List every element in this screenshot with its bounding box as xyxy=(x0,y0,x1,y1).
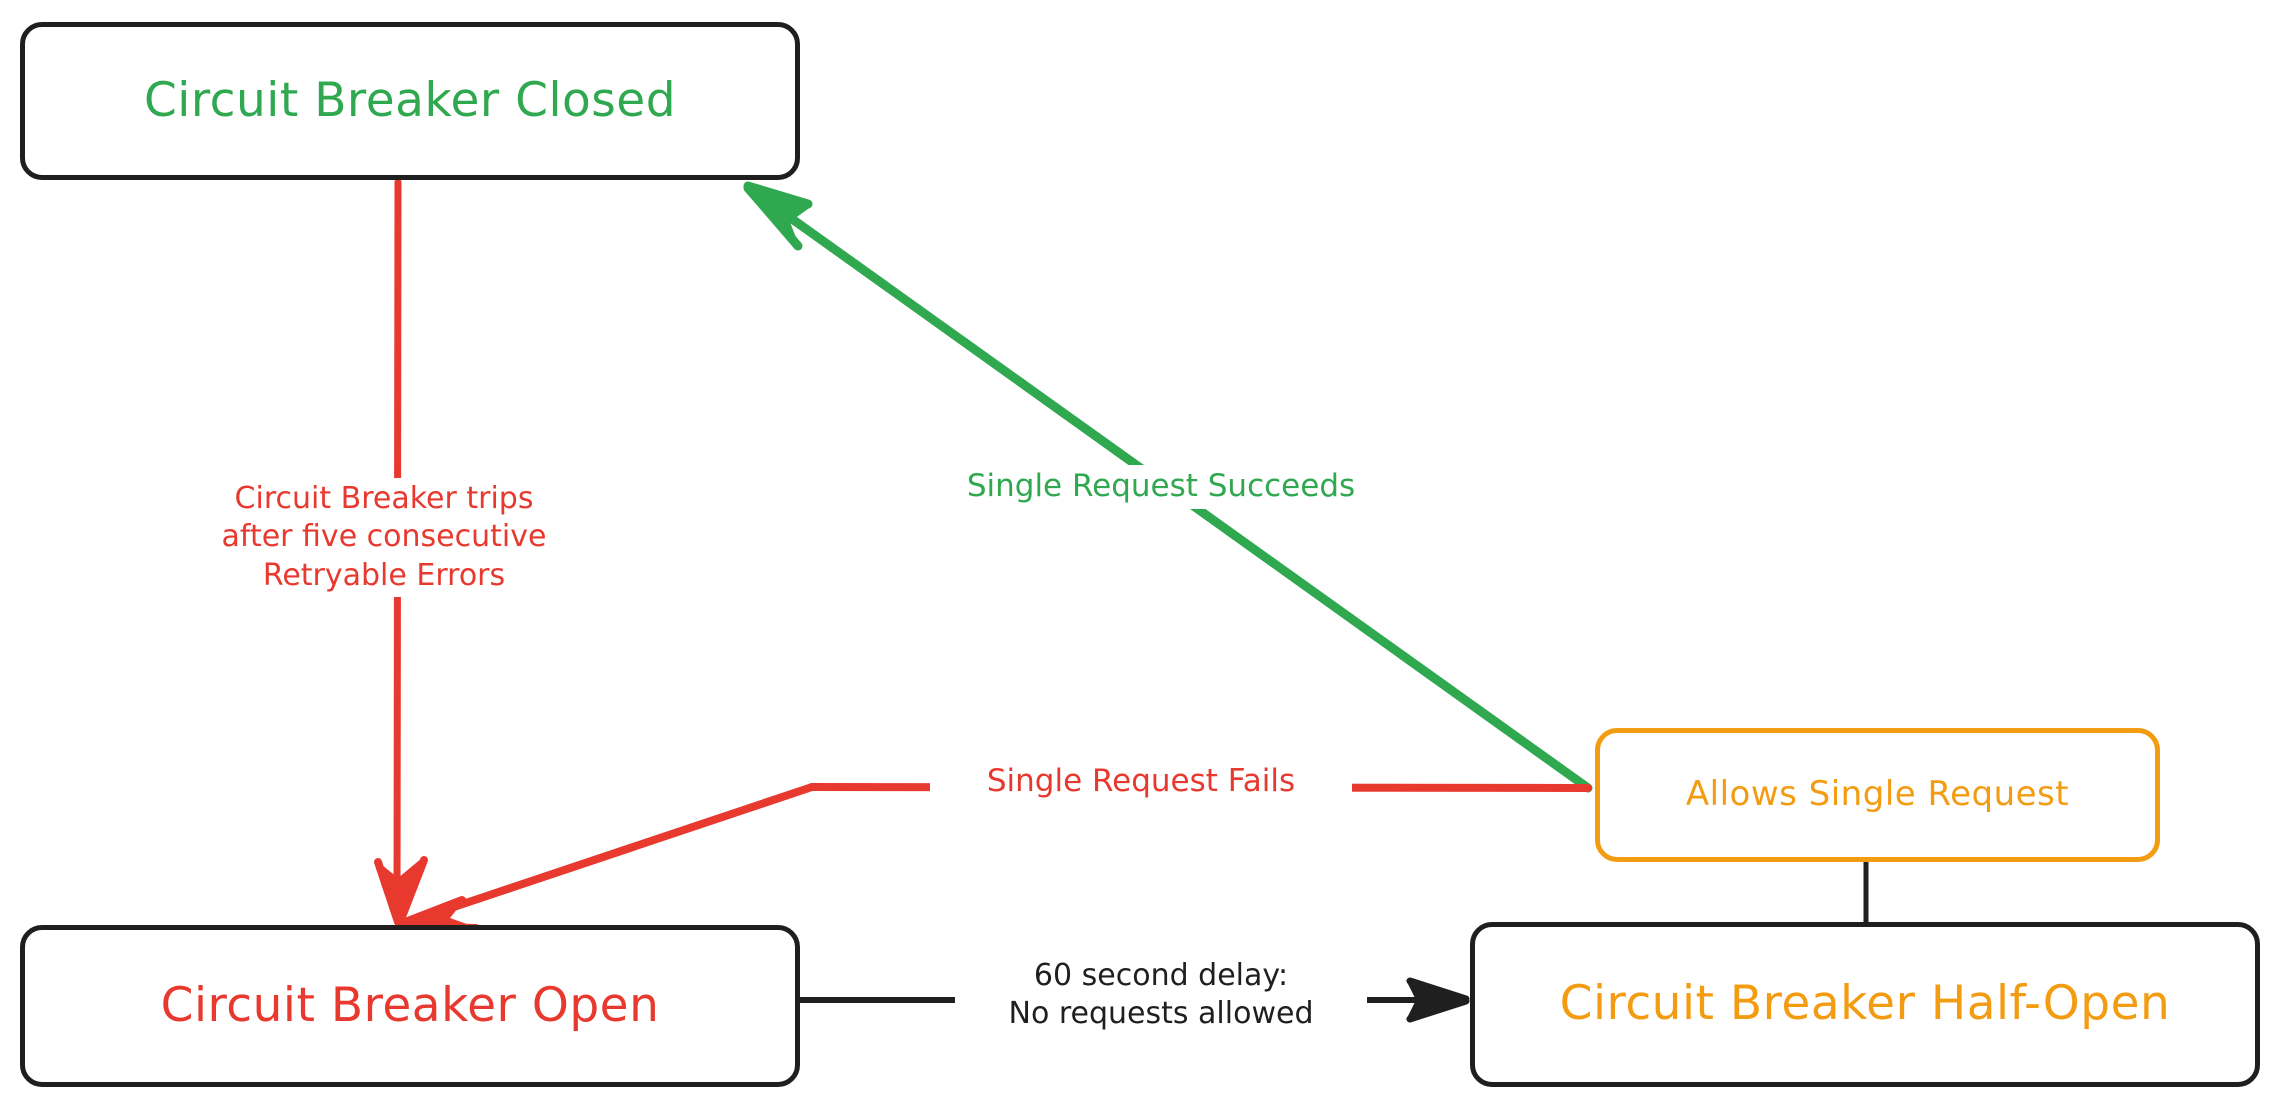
edge-label-single-request-succeeds: Single Request Succeeds xyxy=(910,465,1412,509)
node-label-open: Circuit Breaker Open xyxy=(160,977,660,1033)
arrowhead-fails xyxy=(398,898,478,928)
edge-fails xyxy=(396,783,1592,932)
node-circuit-breaker-half-open[interactable]: Circuit Breaker Half-Open xyxy=(1470,922,2260,1087)
node-label-halfopen: Circuit Breaker Half-Open xyxy=(1559,976,2171,1032)
node-label-allows: Allows Single Request xyxy=(1685,774,2070,815)
node-allows-single-request[interactable]: Allows Single Request xyxy=(1595,728,2160,862)
arrowhead-trips xyxy=(376,858,422,925)
arrowhead-succeeds xyxy=(745,185,812,248)
node-circuit-breaker-open[interactable]: Circuit Breaker Open xyxy=(20,925,800,1087)
node-label-closed: Circuit Breaker Closed xyxy=(143,72,677,128)
edge-label-single-request-fails: Single Request Fails xyxy=(930,760,1352,804)
edge-label-60-second-delay: 60 second delay: No requests allowed xyxy=(955,955,1367,1036)
node-circuit-breaker-closed[interactable]: Circuit Breaker Closed xyxy=(20,22,800,180)
arrowhead-delay xyxy=(1406,980,1468,1020)
edge-label-trips: Circuit Breaker trips after five consecu… xyxy=(178,478,590,598)
